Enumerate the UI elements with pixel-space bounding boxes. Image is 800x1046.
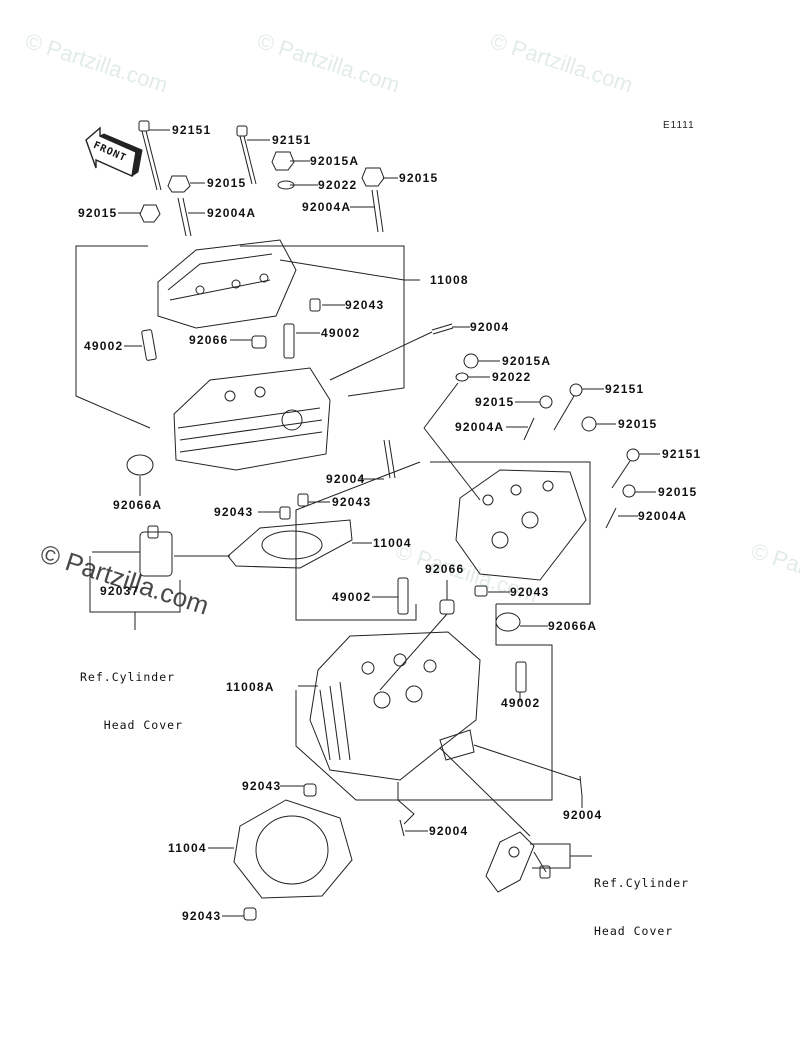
cylinder-head-lower-icon bbox=[309, 631, 481, 781]
part-label-11008[interactable]: 11008 bbox=[430, 273, 469, 287]
plug-92066A-icon bbox=[495, 612, 521, 632]
nut-92015-icon bbox=[539, 395, 553, 409]
dowel-92043-icon bbox=[279, 506, 291, 520]
part-label-92043[interactable]: 92043 bbox=[214, 505, 254, 519]
stud-92004-icon bbox=[431, 323, 454, 335]
reference-line-2: Head Cover bbox=[594, 924, 674, 938]
part-label-92015[interactable]: 92015 bbox=[618, 417, 658, 431]
part-label-92015[interactable]: 92015 bbox=[475, 395, 515, 409]
cylinder-head-cover-upper-icon bbox=[157, 239, 297, 329]
part-label-49002[interactable]: 49002 bbox=[501, 696, 541, 710]
nut-92015A-icon bbox=[271, 151, 295, 171]
part-label-92004A[interactable]: 92004A bbox=[455, 420, 505, 434]
part-label-92066A[interactable]: 92066A bbox=[548, 619, 598, 633]
nut-92015-icon bbox=[167, 175, 191, 193]
part-label-92037[interactable]: 92037 bbox=[100, 584, 140, 598]
part-label-92043[interactable]: 92043 bbox=[332, 495, 372, 509]
dowel-92043-icon bbox=[243, 907, 257, 921]
dowel-92043-icon bbox=[474, 585, 488, 597]
valve-guide-49002-icon bbox=[515, 661, 527, 693]
stud-92004-icon bbox=[399, 819, 405, 837]
bolt-92151-icon bbox=[611, 448, 640, 489]
part-label-92151[interactable]: 92151 bbox=[172, 123, 212, 137]
stud-92004A-icon bbox=[177, 197, 192, 237]
nut-92015-icon bbox=[361, 167, 385, 187]
part-label-92004[interactable]: 92004 bbox=[470, 320, 510, 334]
part-label-92043[interactable]: 92043 bbox=[345, 298, 385, 312]
part-label-49002[interactable]: 49002 bbox=[321, 326, 361, 340]
gasket-11004-icon bbox=[227, 519, 353, 569]
part-label-92004A[interactable]: 92004A bbox=[207, 206, 257, 220]
plug-92066-icon bbox=[251, 335, 267, 349]
part-label-92022[interactable]: 92022 bbox=[318, 178, 358, 192]
nut-92015-icon bbox=[581, 416, 597, 432]
reference-line-2: Head Cover bbox=[80, 718, 184, 732]
part-label-92022[interactable]: 92022 bbox=[492, 370, 532, 384]
stud-92004A-icon bbox=[523, 417, 535, 441]
bolt-92151-icon bbox=[553, 383, 583, 431]
stud-92004A-icon bbox=[605, 507, 617, 529]
reference-note-cylinder-head-cover: Ref.Cylinder Head Cover bbox=[594, 843, 689, 971]
washer-92022-icon bbox=[277, 180, 295, 190]
part-label-92015A[interactable]: 92015A bbox=[310, 154, 360, 168]
part-label-92004A[interactable]: 92004A bbox=[302, 200, 352, 214]
part-label-92004A[interactable]: 92004A bbox=[638, 509, 688, 523]
front-arrow-icon bbox=[85, 126, 143, 178]
stud-92004-icon bbox=[579, 775, 583, 797]
part-label-92015[interactable]: 92015 bbox=[399, 171, 439, 185]
nut-92015-icon bbox=[622, 484, 636, 498]
valve-guide-49002-icon bbox=[397, 577, 409, 615]
cylinder-head-cover-right-icon bbox=[455, 469, 587, 581]
oil-pipe-92037-icon bbox=[92, 525, 173, 577]
part-label-11008A[interactable]: 11008A bbox=[226, 680, 275, 694]
plug-92066-icon bbox=[439, 599, 455, 615]
bolt-92151-icon bbox=[138, 120, 162, 191]
part-label-92066[interactable]: 92066 bbox=[189, 333, 229, 347]
valve-guide-49002-icon bbox=[141, 329, 157, 361]
bolt-92151-icon bbox=[236, 125, 257, 185]
bracket-icon bbox=[485, 831, 551, 893]
part-label-11004[interactable]: 11004 bbox=[373, 536, 412, 550]
dowel-92043-icon bbox=[309, 298, 321, 312]
part-label-49002[interactable]: 49002 bbox=[84, 339, 124, 353]
part-label-92004[interactable]: 92004 bbox=[563, 808, 603, 822]
part-label-92066[interactable]: 92066 bbox=[425, 562, 465, 576]
stud-92004A-icon bbox=[371, 189, 384, 233]
reference-line-1: Ref.Cylinder bbox=[594, 876, 690, 890]
part-label-92043[interactable]: 92043 bbox=[510, 585, 550, 599]
dowel-92043-icon bbox=[297, 493, 309, 507]
part-label-92151[interactable]: 92151 bbox=[662, 447, 702, 461]
part-label-92015A[interactable]: 92015A bbox=[502, 354, 552, 368]
dowel-92043-icon bbox=[303, 783, 317, 797]
part-label-92004[interactable]: 92004 bbox=[429, 824, 469, 838]
nut-92015A-icon bbox=[463, 353, 479, 369]
part-label-92151[interactable]: 92151 bbox=[605, 382, 645, 396]
part-label-92066A[interactable]: 92066A bbox=[113, 498, 163, 512]
reference-line-1: Ref.Cylinder bbox=[80, 670, 176, 684]
part-label-92015[interactable]: 92015 bbox=[78, 206, 118, 220]
reference-note-cylinder-head-cover: Ref.Cylinder Head Cover bbox=[80, 637, 183, 765]
part-label-92043[interactable]: 92043 bbox=[242, 779, 282, 793]
nut-92015-icon bbox=[139, 204, 161, 223]
diagram-code: E1111 bbox=[663, 120, 695, 131]
part-label-92015[interactable]: 92015 bbox=[658, 485, 698, 499]
part-label-92004[interactable]: 92004 bbox=[326, 472, 366, 486]
part-label-92151[interactable]: 92151 bbox=[272, 133, 312, 147]
valve-guide-49002-icon bbox=[283, 323, 295, 359]
cylinder-head-upper-icon bbox=[173, 367, 331, 471]
gasket-11004-icon bbox=[233, 799, 353, 899]
part-label-49002[interactable]: 49002 bbox=[332, 590, 372, 604]
part-label-92015[interactable]: 92015 bbox=[207, 176, 247, 190]
plug-92066A-icon bbox=[126, 454, 154, 476]
part-label-92043[interactable]: 92043 bbox=[182, 909, 222, 923]
washer-92022-icon bbox=[455, 372, 469, 382]
part-label-11004[interactable]: 11004 bbox=[168, 841, 207, 855]
